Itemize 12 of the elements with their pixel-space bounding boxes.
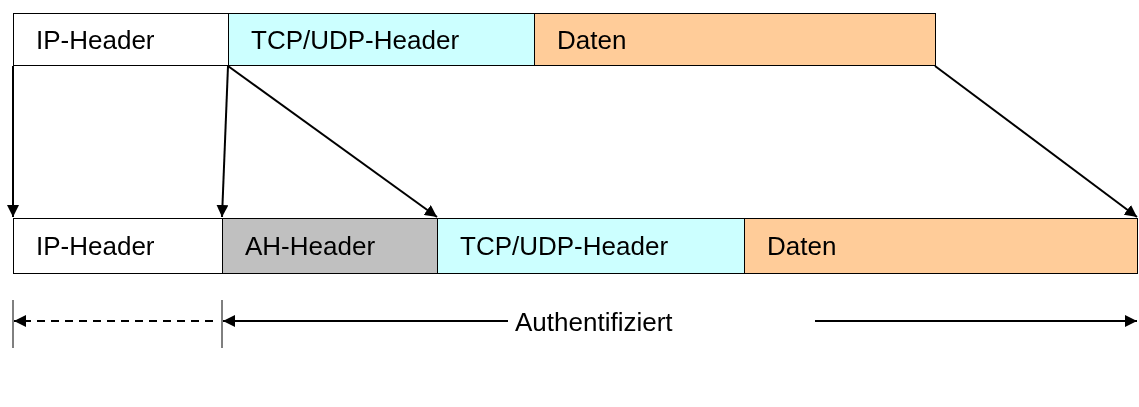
packet-field: Daten bbox=[534, 13, 936, 66]
dimension-label: Authentifiziert bbox=[515, 307, 673, 338]
arrow bbox=[216, 65, 229, 218]
packet-field: IP-Header bbox=[13, 13, 229, 66]
packet-field: TCP/UDP-Header bbox=[437, 218, 745, 274]
packet-field: AH-Header bbox=[222, 218, 438, 274]
packet-field: Daten bbox=[744, 218, 1138, 274]
arrow bbox=[227, 65, 438, 218]
arrow bbox=[7, 65, 19, 218]
arrow bbox=[934, 65, 1138, 218]
packet-field: IP-Header bbox=[13, 218, 223, 274]
packet-field: TCP/UDP-Header bbox=[228, 13, 535, 66]
